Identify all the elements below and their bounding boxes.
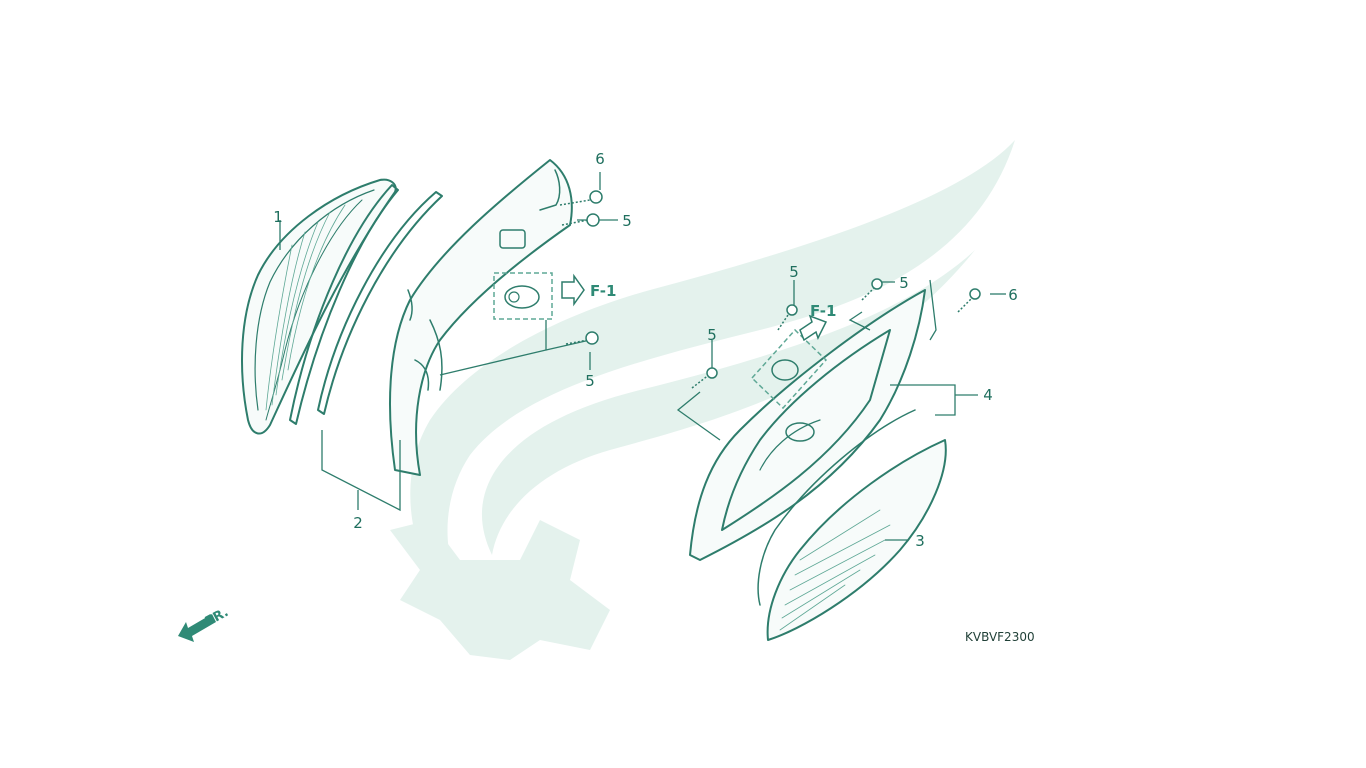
callout-4: 4: [983, 386, 993, 404]
part-3-right-lens: [757, 409, 947, 641]
left-bulb-socket: [493, 272, 553, 320]
part-4-right-housing: [689, 289, 926, 561]
left-housing: [389, 159, 573, 476]
callout-2: 2: [353, 514, 363, 532]
left-screws: [559, 190, 603, 345]
right-reference-arrow-icon: [799, 314, 828, 342]
callout-5-right-middle: 5: [789, 263, 799, 281]
callout-5-right-left: 5: [707, 326, 717, 344]
callout-1: 1: [273, 208, 283, 226]
right-leader-lines: [676, 279, 1006, 541]
callout-5-left-top: 5: [622, 212, 632, 230]
callout-6-right: 6: [1008, 286, 1018, 304]
reference-label-right: F-1: [810, 302, 836, 320]
right-screws: [691, 278, 981, 389]
callout-6-left: 6: [595, 150, 605, 168]
callout-5-right-top: 5: [899, 274, 909, 292]
part-2-left-gasket: [289, 184, 443, 425]
left-reference-arrow-icon: [561, 273, 585, 307]
diagram-code: KVBVF2300: [965, 630, 1035, 644]
direction-label: FR.: [203, 605, 231, 630]
right-bulb-socket: [750, 328, 828, 410]
watermark-logo-icon: [390, 140, 1016, 660]
front-direction-arrow-icon: [178, 614, 216, 642]
reference-label-left: F-1: [590, 282, 616, 300]
part-1-left-lens: [241, 178, 397, 435]
callout-5-left-bottom: 5: [585, 372, 595, 390]
left-leader-lines: [279, 172, 618, 512]
callout-3: 3: [915, 532, 925, 550]
